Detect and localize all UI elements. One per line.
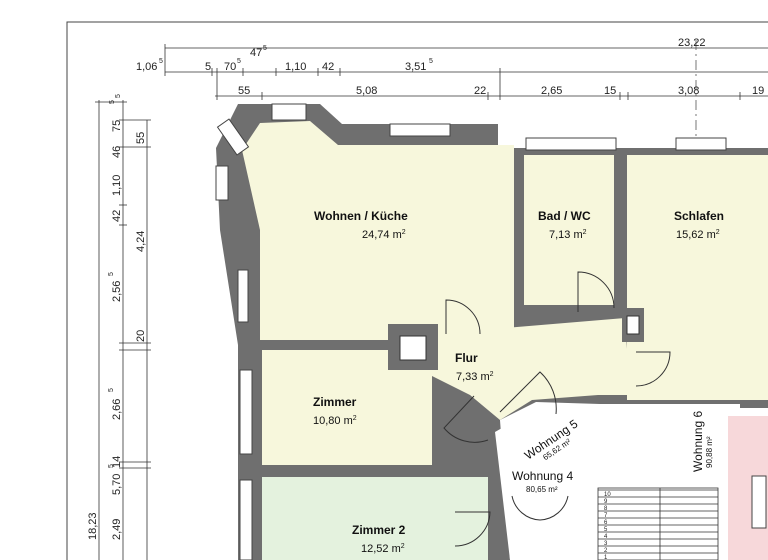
dim-label: 15 [604, 85, 616, 97]
dimension-lines-left [95, 100, 151, 560]
dim-label: 5,08 [356, 85, 377, 97]
dim-total-height: 18,23 [87, 512, 99, 540]
room-bad-wc-fill [524, 155, 614, 305]
dim-label: 3,08 [678, 85, 699, 97]
dim-label: 2,66 [111, 399, 123, 420]
stair-number: 3 [604, 541, 608, 547]
window [389, 123, 451, 137]
room-labels: Wohnen / Küche 24,74 m2 Bad / WC 7,13 m2… [313, 209, 724, 555]
walls [216, 104, 768, 560]
dim-label: 55 [135, 132, 147, 144]
stair-number: 4 [604, 534, 608, 540]
dimension-texts-left: 5 5 75 46 1,10 42 2,56 5 2,66 5 14 5,70 … [87, 94, 147, 540]
stair-block [597, 487, 719, 560]
room-name-bad-wc: Bad / WC [538, 209, 591, 223]
room-area-bad-wc: 7,13 m2 [549, 229, 587, 241]
window [271, 103, 307, 121]
dim-label: 22 [474, 85, 486, 97]
unit-name-wohnung-4: Wohnung 4 [512, 469, 573, 483]
stair-number: 10 [604, 492, 611, 498]
dim-label: 42 [111, 210, 123, 222]
dim-label: 14 [111, 456, 123, 468]
window [215, 165, 229, 201]
window [751, 475, 767, 529]
room-area-wohnen-kueche: 24,74 m2 [362, 229, 406, 241]
room-name-zimmer: Zimmer [313, 395, 357, 409]
dim-label: 5 [205, 61, 211, 73]
unit-area-wohnung-6: 90,88 m² [705, 436, 714, 468]
dim-label: 1,10 [111, 175, 123, 196]
dim-sup: 5 [429, 58, 433, 65]
stair-number: 5 [604, 527, 608, 533]
door-swing [635, 351, 671, 387]
dim-label: 20 [135, 330, 147, 342]
room-zimmer2-fill [262, 477, 488, 560]
room-wohnen-kueche-fill [242, 121, 514, 340]
window [525, 137, 617, 151]
windows [215, 103, 767, 560]
dim-label: 2,65 [541, 85, 562, 97]
doors [443, 271, 671, 547]
door-swing [511, 495, 569, 521]
shaft [399, 335, 427, 361]
dim-label: 3,51 [405, 61, 426, 73]
dim-label: 47 [250, 47, 262, 59]
window [239, 479, 253, 560]
dim-sup: 5 [109, 100, 116, 104]
room-area-zimmer: 10,80 m2 [313, 415, 357, 427]
room-schlafen-fill [627, 155, 768, 400]
dim-sup: 5 [159, 58, 163, 65]
window [675, 137, 727, 151]
room-area-zimmer-2: 12,52 m2 [361, 543, 405, 555]
dim-label: 19 [752, 85, 764, 97]
dim-sup: 5 [237, 58, 241, 65]
door-swing [454, 511, 491, 547]
door-swing [443, 395, 489, 443]
dim-label: 5,70 [111, 474, 123, 495]
drawing-frame [66, 21, 768, 560]
dim-label: 4,24 [135, 231, 147, 252]
room-name-wohnen-kueche: Wohnen / Küche [314, 209, 408, 223]
dim-label: 2,49 [111, 519, 123, 540]
window [239, 369, 253, 455]
window [237, 269, 249, 323]
dim-label: 1,10 [285, 61, 306, 73]
room-area-flur: 7,33 m2 [456, 371, 494, 383]
stair-number: 1 [604, 555, 608, 560]
dim-label: 70 [224, 61, 236, 73]
dim-label: 1,06 [136, 61, 157, 73]
door-swing [577, 271, 615, 312]
door-swing [445, 299, 481, 335]
stair-number: 8 [604, 506, 608, 512]
stair-number: 2 [604, 548, 608, 554]
stair-number: 7 [604, 513, 608, 519]
dimension-texts-top: 23,22 1,06 5 5 47 5 70 5 1,10 42 3,51 5 … [136, 37, 764, 97]
room-name-zimmer-2: Zimmer 2 [352, 523, 406, 537]
door-swing [499, 371, 557, 415]
dim-label: 75 [111, 120, 123, 132]
dimension-lines-top [164, 40, 768, 540]
dim-sup: 5 [115, 94, 122, 98]
dim-label: 55 [238, 85, 250, 97]
dim-sup: 5 [263, 45, 267, 52]
dim-sup: 5 [108, 272, 115, 276]
room-flur-fill [420, 318, 630, 420]
room-name-schlafen: Schlafen [674, 209, 724, 223]
dim-label: 2,56 [111, 281, 123, 302]
dim-label: 46 [111, 146, 123, 158]
dim-label: 42 [322, 61, 334, 73]
unit-name-wohnung-6: Wohnung 6 [691, 411, 705, 472]
dim-sup: 5 [108, 464, 115, 468]
dim-total-width: 23,22 [678, 37, 706, 49]
dim-sup: 5 [108, 388, 115, 392]
room-name-flur: Flur [455, 351, 478, 365]
room-area-schlafen: 15,62 m2 [676, 229, 720, 241]
shaft [626, 315, 640, 335]
stair-number: 9 [604, 499, 608, 505]
stair-number: 6 [604, 520, 608, 526]
unit-area-wohnung-4: 80,65 m² [526, 485, 558, 494]
window [216, 118, 250, 156]
